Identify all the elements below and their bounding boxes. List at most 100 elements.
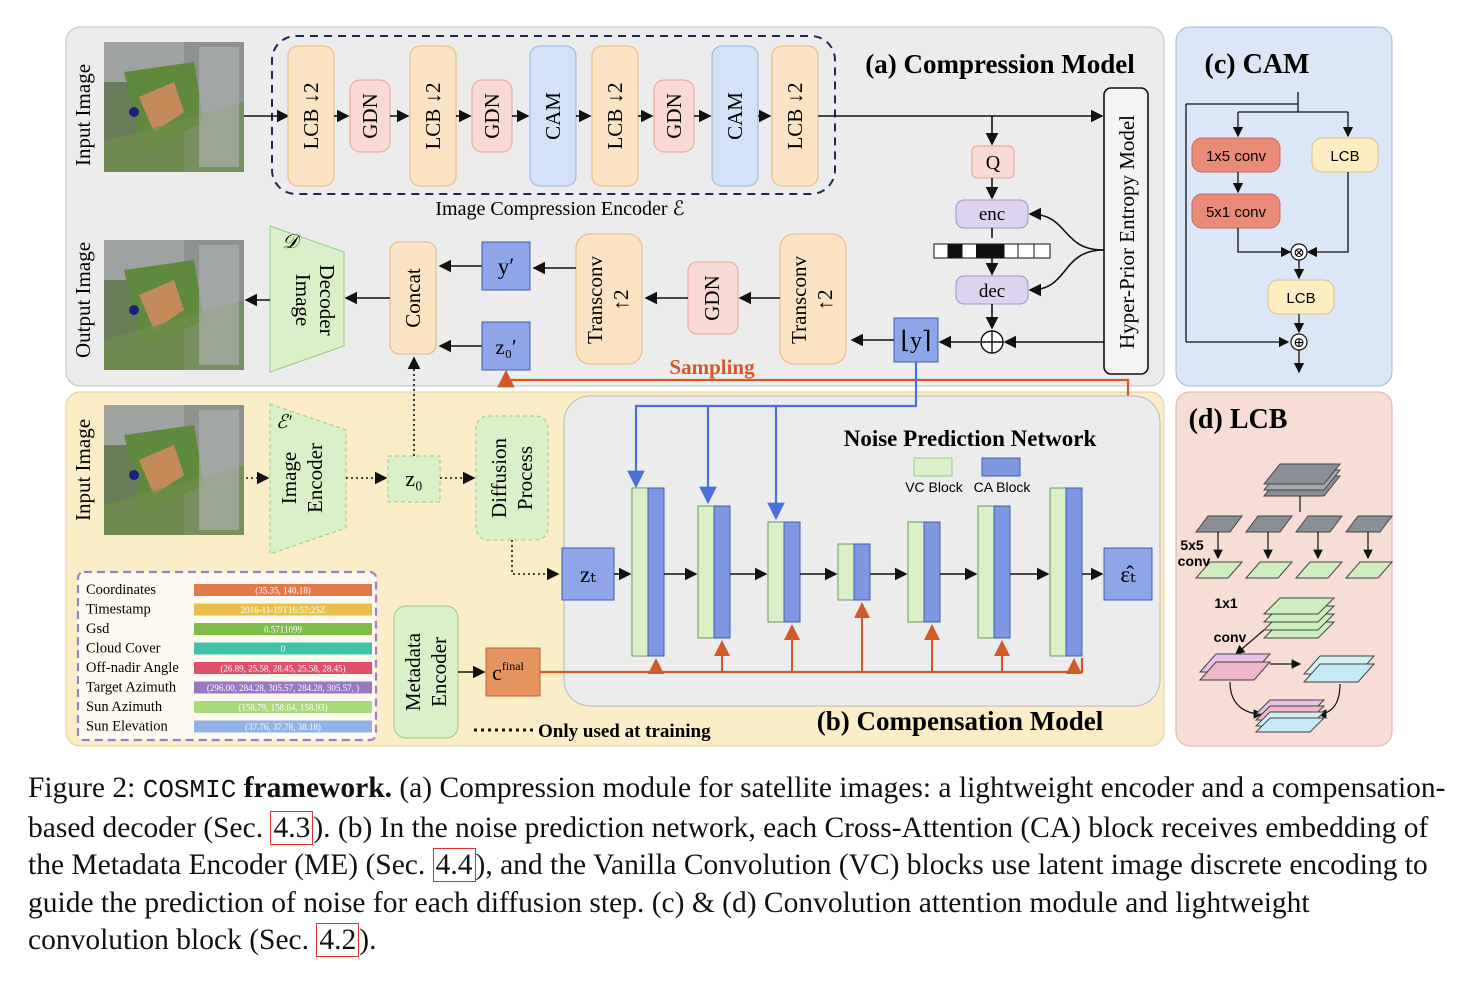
diffusion-label-1: Diffusion <box>487 437 511 518</box>
lcb-output-3 <box>1294 561 1344 579</box>
eps-label: ε̂ₜ <box>1120 562 1136 587</box>
lcb-1x1-stack <box>1262 597 1336 639</box>
metadata-label-3: Gsd <box>86 621 110 637</box>
zt-label: zₜ <box>580 562 596 587</box>
image-decoder-shape <box>269 225 345 373</box>
cam-add-icon: ⊕ <box>1293 336 1305 351</box>
unet-blocks <box>614 487 1104 657</box>
z0-prime-label: z₀′ <box>495 335 516 359</box>
legend-vc-swatch <box>913 457 953 477</box>
transconv1-label: Transconv <box>583 256 607 344</box>
caption-text-3: ), and the Vanilla Convolution (VC) bloc… <box>28 849 1428 956</box>
transconv2-box <box>779 233 847 365</box>
lcb-kernel-2 <box>1245 515 1293 533</box>
image-encoder-label-2: Encoder <box>303 443 327 513</box>
caption-ref-2[interactable]: 4.4 <box>432 848 476 882</box>
vc-block-3 <box>767 521 785 623</box>
image-encoder-label-1: Image <box>277 452 301 504</box>
z0-label: z₀ <box>405 466 422 491</box>
metadata-bar-3 <box>194 623 372 635</box>
enc-label: enc <box>979 204 1005 225</box>
quantizer-box <box>971 145 1015 179</box>
metadata-value-7: (158.79, 158.64, 158.93) <box>238 703 327 713</box>
cam-conv51-label: 5x1 conv <box>1206 204 1267 221</box>
ca-block-4 <box>853 543 871 601</box>
lcb-1x1-label-2: conv <box>1214 629 1247 645</box>
image-decoder-symbol: 𝒟 <box>282 231 302 253</box>
encoder-block-label-8: CAM <box>723 92 747 140</box>
encoder-block-label-3: LCB ↓2 <box>421 82 445 149</box>
encoder-caption: Image Compression Encoder ℰ <box>435 198 684 220</box>
legend-vc-label: VC Block <box>905 479 964 495</box>
only-training-label: Only used at training <box>538 721 711 742</box>
hyper-prior-label: Hyper-Prior Entropy Model <box>1115 115 1139 349</box>
metadata-label-6: Target Azimuth <box>86 680 177 696</box>
c-final-label: cfinal <box>492 659 524 685</box>
panel-d-title: (d) LCB <box>1189 404 1288 435</box>
panel-a-title: (a) Compression Model <box>865 49 1135 79</box>
metadata-value-3: 0.5711099 <box>264 625 302 635</box>
metadata-value-8: (37.76, 37.78, 38.18) <box>245 722 321 732</box>
metadata-encoder-label-2: Encoder <box>427 637 451 707</box>
vc-block-2 <box>697 505 715 639</box>
encoder-block-label-2: GDN <box>358 93 382 139</box>
legend-ca-swatch <box>981 457 1021 477</box>
encoder-block-label-9: LCB ↓2 <box>783 82 807 149</box>
lcb-kernel-1 <box>1195 515 1243 533</box>
metadata-bar-5 <box>194 662 372 674</box>
concat-label: Concat <box>401 268 425 328</box>
transconv2-label: Transconv <box>787 256 811 344</box>
eps-box <box>1103 547 1153 601</box>
legend-ca-label: CA Block <box>974 479 1032 495</box>
transconv1-up: ↑2 <box>609 290 633 311</box>
metadata-label-7: Sun Azimuth <box>86 699 163 715</box>
transconv2-up: ↑2 <box>813 290 837 311</box>
decoder-gdn-label: GDN <box>700 275 724 321</box>
lcb-5x5-label-2: conv <box>1178 553 1211 569</box>
metadata-bar-7 <box>194 701 372 713</box>
zt-box <box>561 547 615 601</box>
dec-label: dec <box>979 281 1005 302</box>
encoder-block-label-6: LCB ↓2 <box>603 82 627 149</box>
diffusion-label-2: Process <box>513 446 537 510</box>
caption-ref-1[interactable]: 4.3 <box>270 810 314 845</box>
panel-c-background <box>1175 26 1393 387</box>
cam-lcb2-label: LCB <box>1286 290 1315 307</box>
c-final-box <box>485 647 541 697</box>
lcb-5x5-label-1: 5x5 <box>1180 537 1204 553</box>
caption-text-1: (a) Compression module for satellite ima… <box>28 772 1446 844</box>
caption-bold: framework. <box>236 772 392 804</box>
vc-block-1 <box>631 487 649 657</box>
lcb-output-1 <box>1194 561 1244 579</box>
figure-caption: Figure 2: COSMIC framework. (a) Compress… <box>28 770 1448 960</box>
vc-block-4 <box>837 543 855 601</box>
metadata-label-5: Off-nadir Angle <box>86 660 179 676</box>
vc-block-5 <box>907 521 925 623</box>
quantizer-label: Q <box>986 152 1001 174</box>
metadata-value-4: 0 <box>281 644 286 654</box>
output-satellite-image <box>104 240 244 370</box>
lcb-1x1-label-1: 1x1 <box>1214 595 1238 611</box>
y-prime-label: y′ <box>498 254 515 279</box>
input-satellite-image-b <box>104 405 244 535</box>
output-image-label: Output Image <box>71 242 95 358</box>
sampling-label: Sampling <box>669 355 755 379</box>
encoder-block-label-4: GDN <box>480 93 504 139</box>
metadata-value-1: (35.35, 140.18) <box>255 586 311 596</box>
ca-block-1 <box>647 487 665 657</box>
cam-lcb1-label: LCB <box>1330 148 1359 165</box>
encoder-block-label-5: CAM <box>541 92 565 140</box>
lcb-output-2 <box>1244 561 1294 579</box>
z0-box <box>387 455 441 503</box>
metadata-label-2: Timestamp <box>86 602 151 618</box>
image-decoder-label-1: Image <box>291 274 315 326</box>
y-prime-box <box>481 241 531 291</box>
caption-ref-3[interactable]: 4.2 <box>316 923 360 957</box>
metadata-encoder-label-1: Metadata <box>401 632 425 711</box>
c-final-arrows <box>648 602 1082 674</box>
caption-name: COSMIC <box>142 775 237 805</box>
transconv1-box <box>575 233 643 365</box>
cam-conv15-label: 1x5 conv <box>1206 148 1267 165</box>
panel-c-title: (c) CAM <box>1205 49 1310 80</box>
image-encoder-symbol: ℰ′ <box>276 412 293 433</box>
